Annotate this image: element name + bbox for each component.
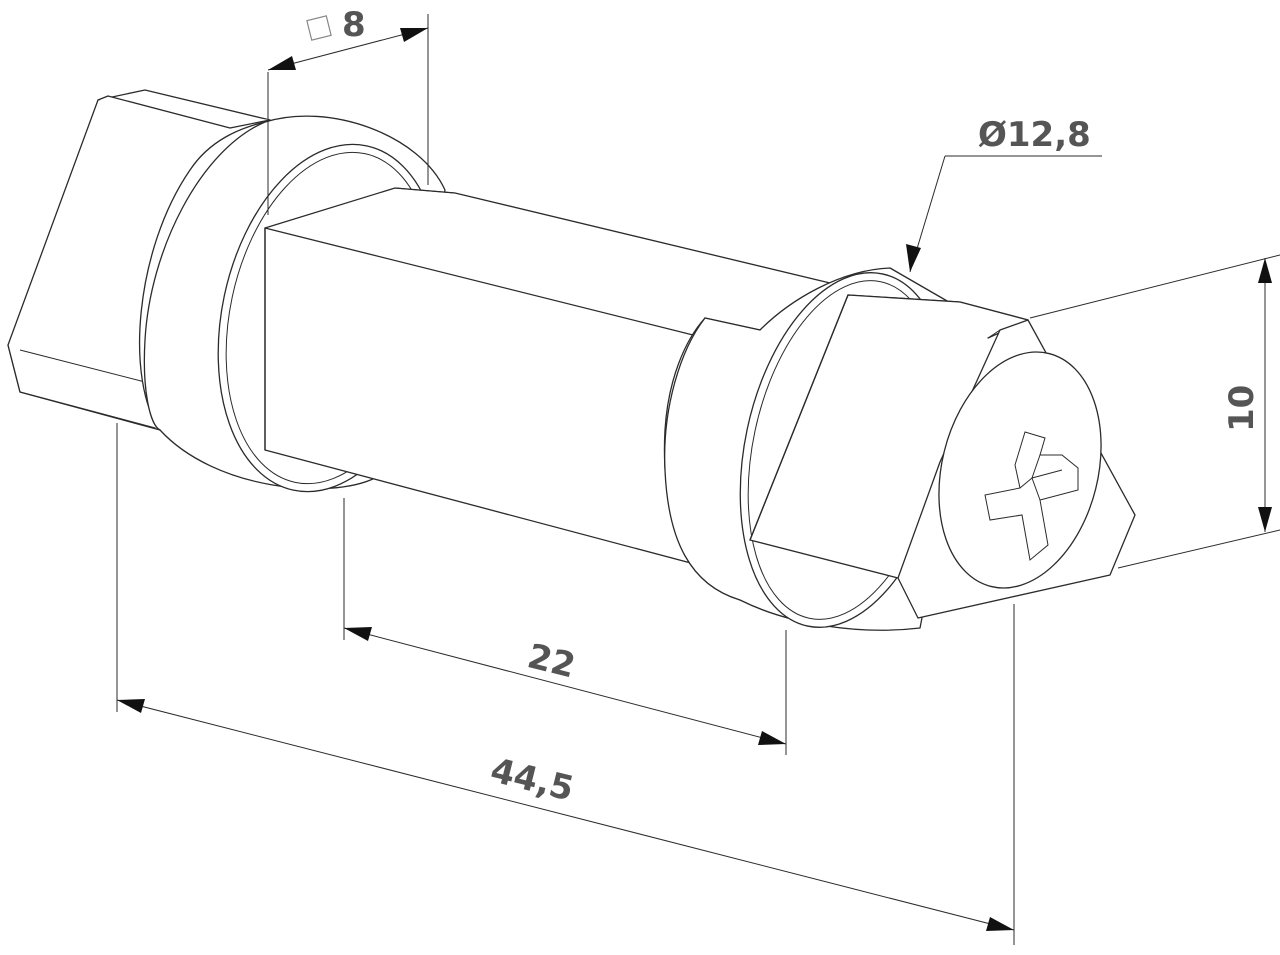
- hex-head: [749, 294, 1136, 619]
- arrow-head: [906, 244, 921, 272]
- phillips-recess-icon: [984, 431, 1079, 561]
- arrow-head: [758, 731, 786, 745]
- dimension-square: 8: [267, 5, 429, 215]
- square-symbol-icon: [306, 15, 332, 41]
- arrow-head: [344, 627, 372, 641]
- arrow-head: [1258, 258, 1272, 283]
- inner-length-label: 22: [524, 636, 580, 686]
- arrow-head: [117, 699, 145, 713]
- screw-face: [938, 351, 1102, 589]
- arrow-head: [986, 917, 1014, 931]
- part-body: [7, 89, 1136, 631]
- dimension-diameter: Ø12,8: [906, 115, 1102, 273]
- arrow-head: [268, 56, 296, 70]
- height-dimension-label: 10: [1222, 385, 1262, 432]
- arrow-head: [400, 28, 428, 42]
- overall-length-label: 44,5: [487, 750, 578, 809]
- diameter-dimension-label: Ø12,8: [978, 115, 1091, 155]
- arrow-head: [1258, 507, 1272, 532]
- square-dimension-label: 8: [342, 5, 366, 45]
- dimension-height: 10: [1029, 254, 1280, 569]
